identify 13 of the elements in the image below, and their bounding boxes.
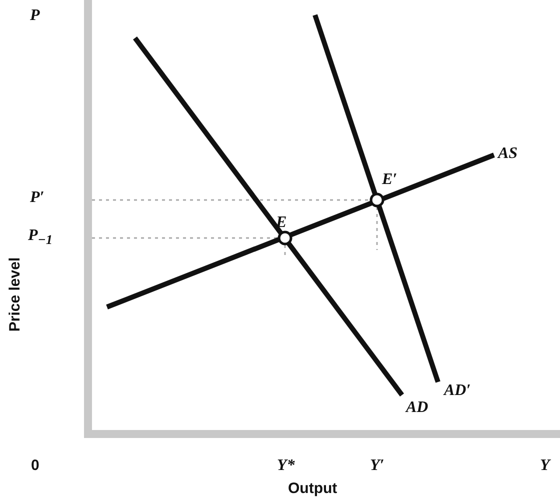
curve-label: AD′ bbox=[444, 383, 471, 399]
curve-label: AS bbox=[498, 146, 518, 162]
axis-label: Y bbox=[540, 458, 550, 474]
tick-label: Y′ bbox=[370, 458, 384, 474]
axis-title: Price level bbox=[8, 257, 23, 332]
tick-label: P$_{−1}$ bbox=[28, 228, 53, 247]
tick-label: Y* bbox=[277, 458, 295, 474]
axis-label: P bbox=[30, 8, 40, 24]
curve-label: AD bbox=[406, 400, 428, 416]
point-label: E′ bbox=[382, 172, 398, 188]
tick-label: P′ bbox=[30, 190, 44, 206]
axis-title: Output bbox=[288, 481, 338, 496]
tick-label: 0 bbox=[31, 458, 40, 473]
